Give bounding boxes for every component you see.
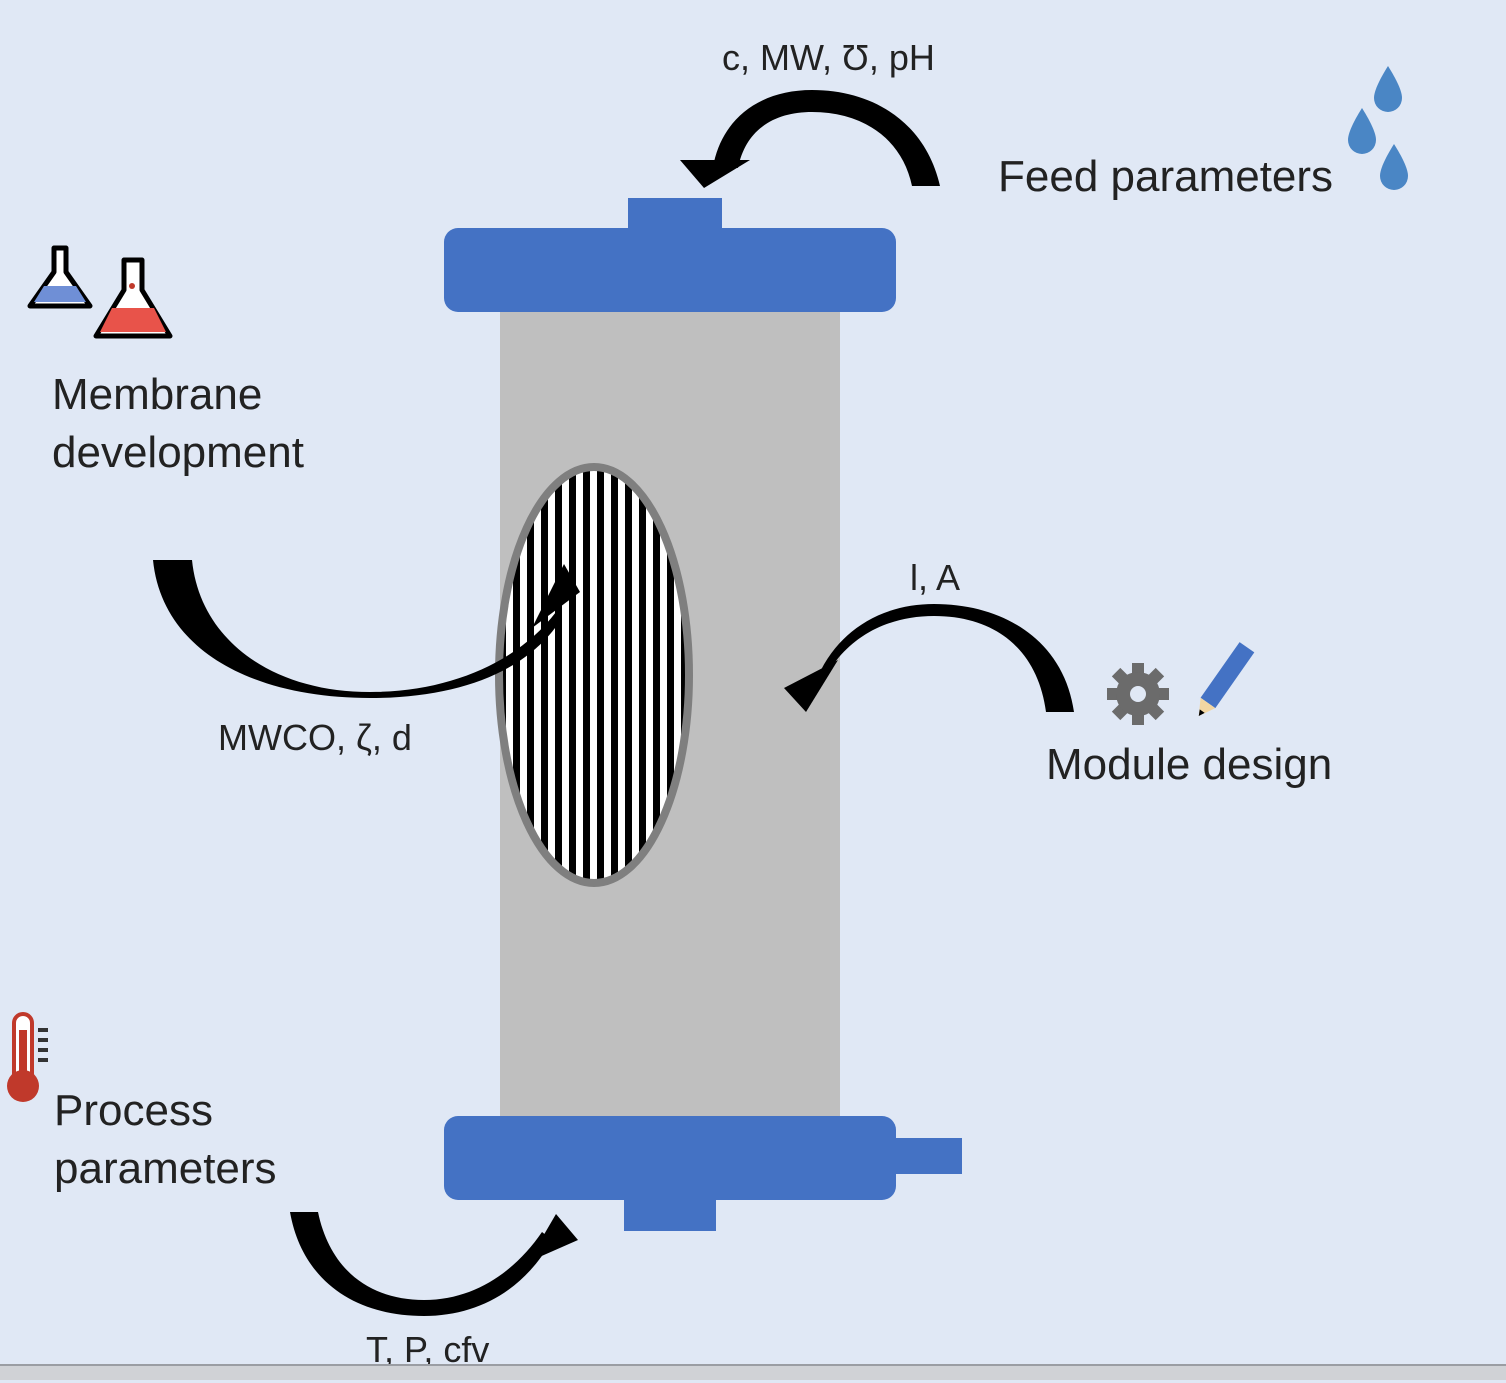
membrane-fiber-stripe	[513, 467, 520, 883]
membrane-fiber-stripe	[667, 467, 674, 883]
membrane-fiber-stripe	[555, 467, 562, 883]
membrane-development-title-line1: Membrane	[52, 370, 263, 419]
membrane-development-title-line2: development	[52, 428, 304, 477]
membrane-fiber-stripe	[681, 467, 688, 883]
membrane-fibers	[495, 463, 693, 887]
module-arrow	[784, 604, 1074, 712]
module-design-title: Module design	[1046, 740, 1333, 789]
membrane-outline	[495, 463, 693, 887]
feed-parameters-title: Feed parameters	[998, 152, 1334, 201]
membrane-fiber-stripe	[653, 467, 660, 883]
membrane-fiber-stripe	[625, 467, 632, 883]
pencil-icon	[1198, 642, 1255, 717]
blue-flask-icon	[27, 245, 93, 309]
lab-flasks-icon	[27, 245, 173, 339]
feed-arrow	[680, 90, 968, 188]
gear-icon	[1107, 663, 1169, 725]
membrane-fiber-stripe	[597, 467, 604, 883]
membrane-fiber-stripe	[611, 467, 618, 883]
bottom-end-cap	[444, 1116, 896, 1200]
module-parameters-symbols: l, A	[910, 557, 961, 598]
top-end-cap	[444, 228, 896, 312]
thermometer-icon	[7, 1012, 48, 1102]
process-parameters-title-line1: Process	[54, 1086, 213, 1135]
side-outlet-port	[890, 1138, 962, 1174]
red-flask-icon	[93, 257, 173, 339]
membrane-fiber-stripe	[583, 467, 590, 883]
process-arrow	[290, 1212, 578, 1316]
process-parameters-title-line2: parameters	[54, 1144, 277, 1193]
membrane-fiber-stripe	[541, 467, 548, 883]
membrane-parameters-symbols: MWCO, ζ, d	[218, 717, 412, 758]
membrane-fiber-stripe	[527, 467, 534, 883]
membrane-arrow	[153, 560, 580, 698]
feed-parameters-symbols: c, MW, Ʊ, pH	[722, 37, 935, 78]
membrane-fiber-stripe	[639, 467, 646, 883]
process-parameters-symbols: T, P, cfv	[366, 1329, 490, 1370]
water-drops-icon	[1348, 66, 1408, 190]
membrane-fiber-stripe	[569, 467, 576, 883]
bottom-strip	[0, 1364, 1506, 1380]
bottom-outlet-port	[624, 1195, 716, 1231]
